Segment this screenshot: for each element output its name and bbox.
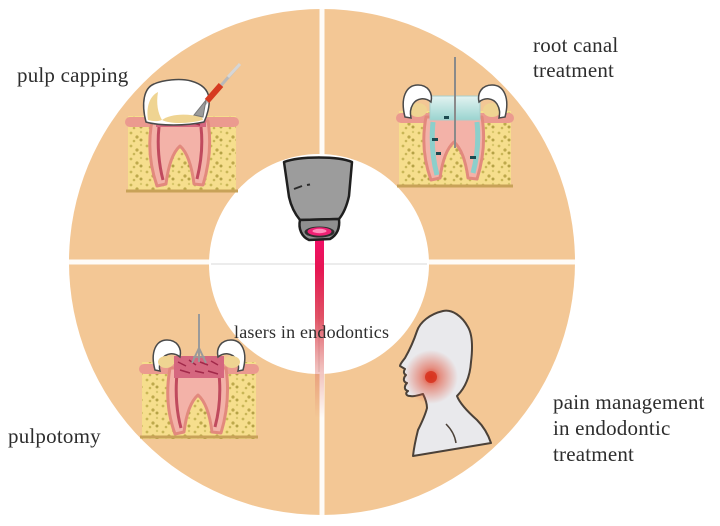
laser-handpiece-icon — [282, 156, 354, 418]
pulp-capping-label: pulp capping — [17, 63, 129, 87]
root-canal-treatment-tooth-icon — [396, 57, 514, 188]
pulp-capping-instrument-icon — [193, 62, 242, 118]
pain-head-profile-icon — [399, 309, 492, 457]
center-title-label: lasers in endodontics — [234, 322, 390, 342]
pulp-capping-tooth-icon — [125, 62, 242, 193]
laser-beam — [315, 236, 324, 418]
pain-management-label: pain management in endodontic treatment — [553, 390, 705, 466]
root-canal-treatment-label: root canal treatment — [533, 33, 619, 82]
pulpotomy-instrument-icon — [191, 314, 207, 364]
pulpotomy-label: pulpotomy — [8, 424, 101, 448]
pulpotomy-tooth-icon — [139, 314, 259, 439]
